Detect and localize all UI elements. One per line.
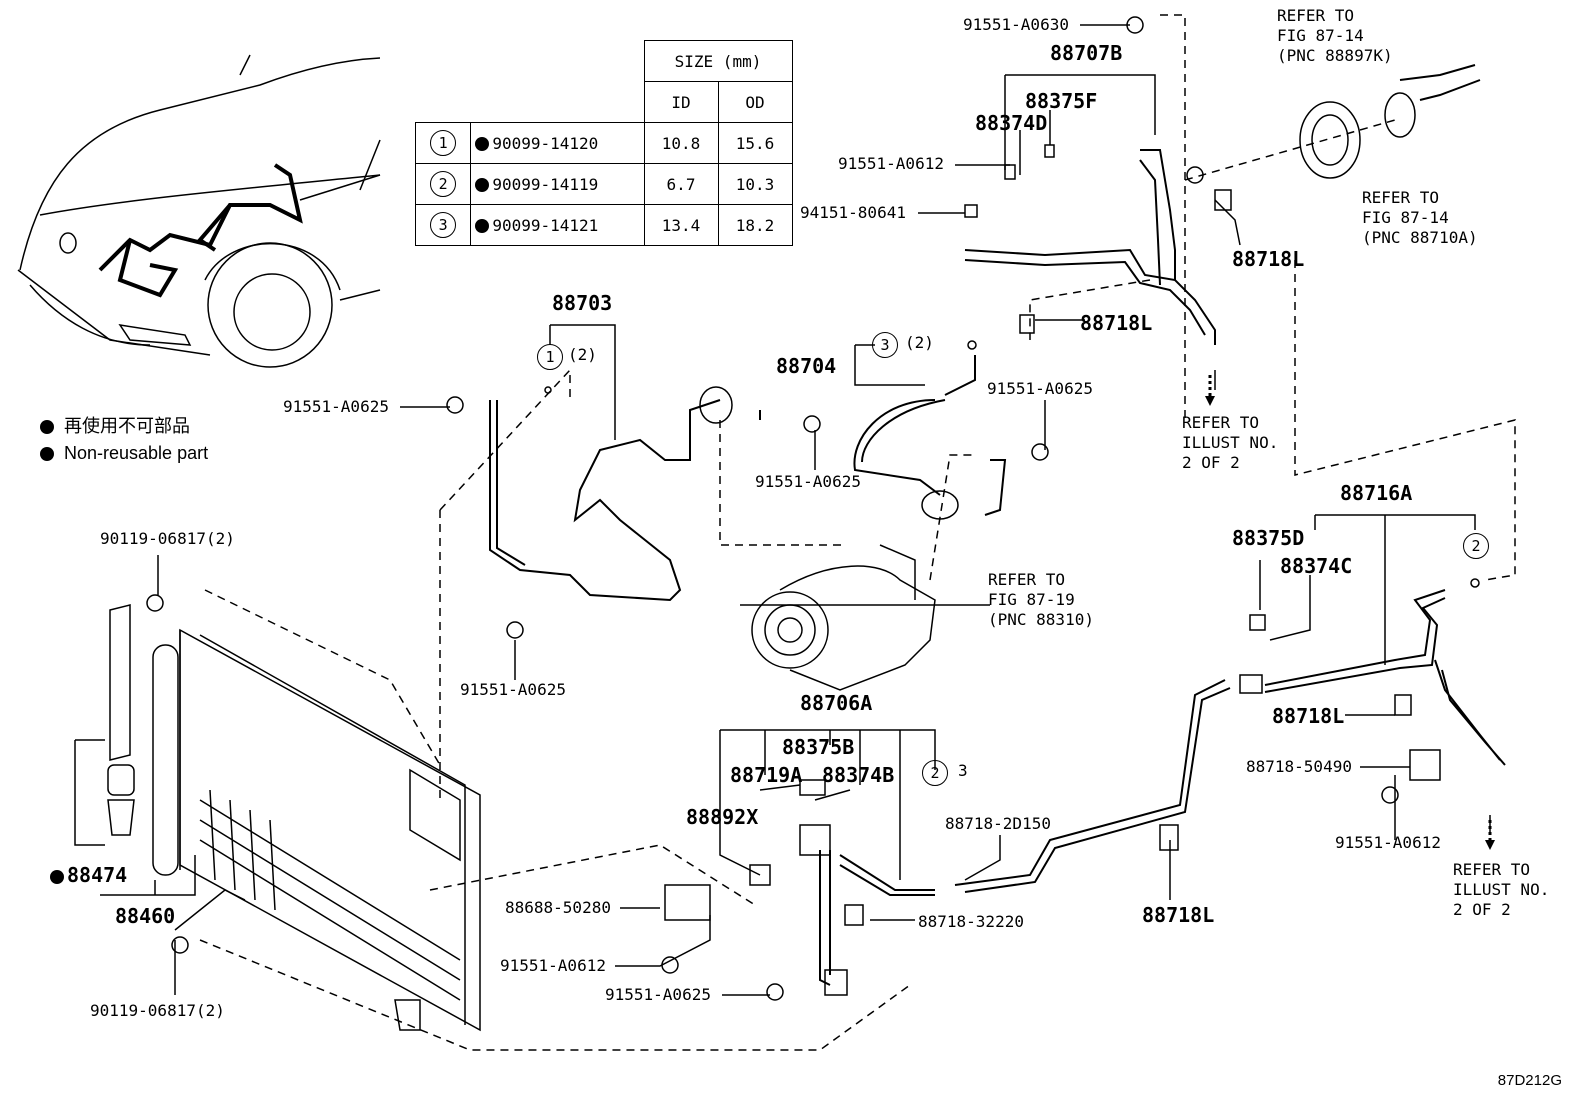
size-row: 3 90099-14121 13.4 18.2 — [414, 204, 793, 246]
label-90119-06817-top: 90119-06817(2) — [100, 529, 235, 548]
condenser-dashes — [199, 14, 1516, 1051]
callout-2a-circle: 2 — [922, 760, 948, 786]
part-number: 90099-14120 — [492, 133, 599, 153]
non-reusable-dot-icon — [475, 219, 490, 233]
label-88474-text: 88474 — [67, 863, 128, 887]
non-reusable-dot-icon — [475, 178, 490, 192]
label-91551-a0625-a: 91551-A0625 — [283, 397, 389, 416]
label-1-qty: (2) — [568, 345, 597, 364]
legend-en-text: Non-reusable part — [64, 443, 209, 463]
callout-2b: 2 — [1463, 533, 1489, 559]
refer-fig-87-14-88897k: REFER TO FIG 87-14 (PNC 88897K) — [1277, 6, 1393, 65]
callout-2a: 2 — [922, 760, 948, 786]
callout-3-circle: 3 — [872, 332, 898, 358]
compressor — [751, 544, 936, 691]
non-reusable-dot-icon — [50, 869, 64, 884]
non-reusable-dot-icon — [40, 447, 54, 462]
id-value: 10.8 — [643, 122, 719, 164]
label-88460: 88460 — [115, 904, 176, 928]
label-88374d: 88374D — [975, 111, 1048, 135]
callout-1: 1 — [537, 344, 563, 370]
car-front-sketch — [17, 54, 381, 368]
od-value: 15.6 — [717, 122, 793, 164]
label-91551-a0625-d: 91551-A0625 — [460, 680, 566, 699]
label-88718-50490: 88718-50490 — [1246, 757, 1352, 776]
callout-2b-circle: 2 — [1463, 533, 1489, 559]
label-2-qty: 3 — [958, 761, 968, 780]
label-88718-32220: 88718-32220 — [918, 912, 1024, 931]
label-88375f: 88375F — [1025, 89, 1098, 113]
od-value: 10.3 — [717, 163, 793, 205]
non-reusable-dot-icon — [475, 137, 490, 151]
hose-size-table: SIZE (mm) ID OD 1 90099-14120 10.8 15.6 … — [414, 40, 793, 246]
col-id: ID — [643, 81, 719, 123]
id-value: 6.7 — [643, 163, 719, 205]
condenser — [107, 604, 481, 1032]
label-88718l-b: 88718L — [1080, 311, 1153, 335]
size-row: 2 90099-14119 6.7 10.3 — [414, 163, 793, 205]
arrow-heads — [1205, 396, 1495, 850]
non-reusable-dot-icon — [40, 420, 54, 435]
refer-illust-2-of-2-b: REFER TO ILLUST NO. 2 OF 2 — [1453, 860, 1550, 919]
legend-en: Non-reusable part — [40, 442, 208, 464]
size-row: 1 90099-14120 10.8 15.6 — [414, 122, 793, 164]
clamps-bolts — [146, 16, 1441, 1001]
mark-1: 1 — [430, 130, 457, 156]
label-91551-a0625-c: 91551-A0625 — [755, 472, 861, 491]
label-88688-50280: 88688-50280 — [505, 898, 611, 917]
label-88706a: 88706A — [800, 691, 873, 715]
label-88474: 88474 — [50, 864, 127, 886]
label-88718l-a: 88718L — [1232, 247, 1305, 271]
label-91551-a0612-top: 91551-A0612 — [838, 154, 944, 173]
label-88892x: 88892X — [686, 805, 759, 829]
legend-jp: 再使用不可部品 — [40, 415, 190, 437]
label-91551-a0625-e: 91551-A0625 — [605, 985, 711, 1004]
label-88375b: 88375B — [782, 735, 855, 759]
refer-fig-87-14-88710a: REFER TO FIG 87-14 (PNC 88710A) — [1362, 188, 1478, 247]
label-88718l-d: 88718L — [1142, 903, 1215, 927]
label-88374c: 88374C — [1280, 554, 1353, 578]
mark-2: 2 — [430, 171, 457, 197]
part-number: 90099-14121 — [492, 215, 599, 235]
mark-3: 3 — [430, 212, 457, 238]
callout-3: 3 — [872, 332, 898, 358]
label-91551-a0612-bot: 91551-A0612 — [1335, 833, 1441, 852]
od-value: 18.2 — [717, 204, 793, 246]
label-88375d: 88375D — [1232, 526, 1305, 550]
label-88719a: 88719A — [730, 763, 803, 787]
part-number: 90099-14119 — [492, 174, 599, 194]
label-88707b: 88707B — [1050, 41, 1123, 65]
label-88703: 88703 — [552, 291, 613, 315]
refer-fig-87-19: REFER TO FIG 87-19 (PNC 88310) — [988, 570, 1094, 629]
callout-1-circle: 1 — [537, 344, 563, 370]
label-88704: 88704 — [776, 354, 837, 378]
seal-rings — [544, 92, 1480, 588]
col-od: OD — [717, 81, 793, 123]
size-header: SIZE (mm) — [643, 40, 793, 82]
receiver-tank — [699, 386, 959, 520]
label-88718-2d150: 88718-2D150 — [945, 814, 1051, 833]
label-88374b: 88374B — [822, 763, 895, 787]
label-94151-80641: 94151-80641 — [800, 203, 906, 222]
label-91551-a0625-b: 91551-A0625 — [987, 379, 1093, 398]
id-value: 13.4 — [643, 204, 719, 246]
label-3-qty: (2) — [905, 333, 934, 352]
car-harness — [98, 163, 303, 298]
label-91551-a0630: 91551-A0630 — [963, 15, 1069, 34]
label-90119-06817-bot: 90119-06817(2) — [90, 1001, 225, 1020]
legend-jp-text: 再使用不可部品 — [64, 416, 190, 436]
label-88718l-c: 88718L — [1272, 704, 1345, 728]
refer-arrows — [1208, 375, 1492, 842]
diagram-code: 87D212G — [1497, 1072, 1562, 1089]
refer-illust-2-of-2-a: REFER TO ILLUST NO. 2 OF 2 — [1182, 413, 1279, 472]
refrigerant-pipes — [489, 64, 1506, 986]
label-88716a: 88716A — [1340, 481, 1413, 505]
label-91551-a0612-mid: 91551-A0612 — [500, 956, 606, 975]
